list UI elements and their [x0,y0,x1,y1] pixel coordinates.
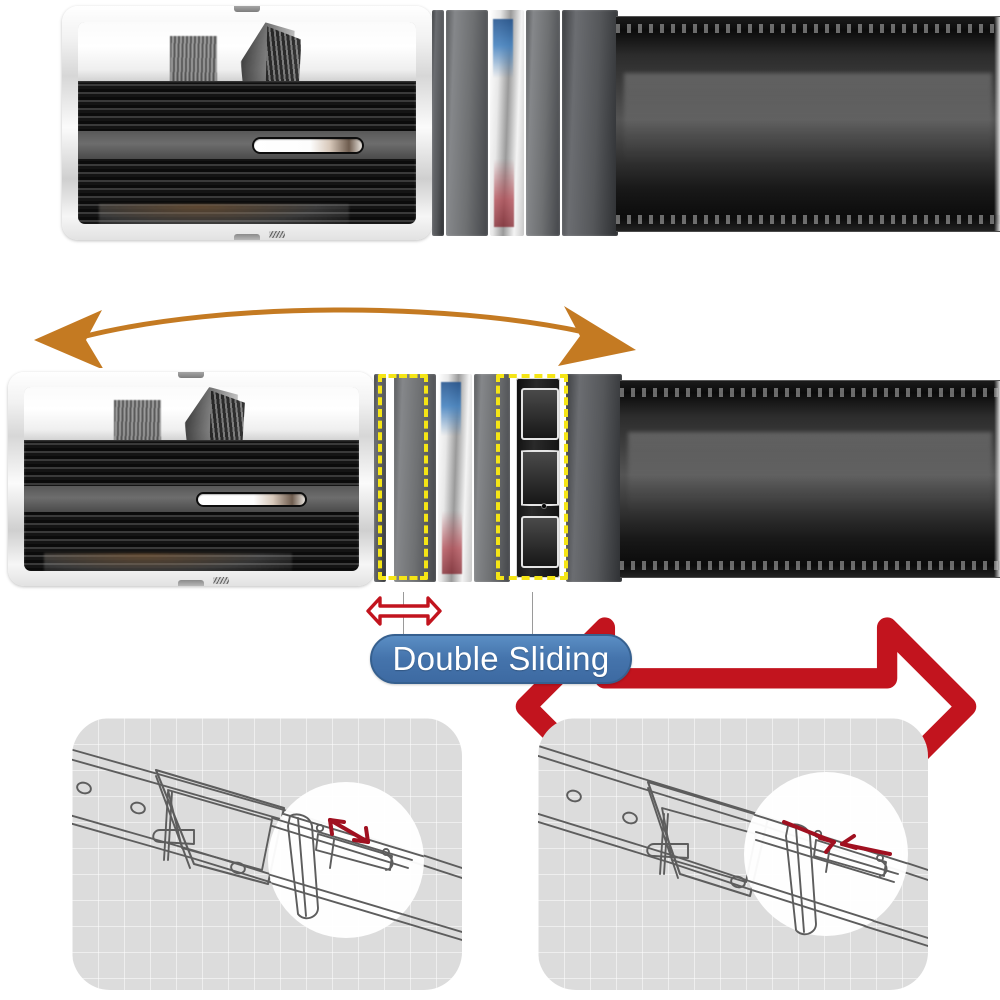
mech-column-2 [394,374,436,582]
buckle-pin-bottom [178,580,204,586]
diagram-panel-slide-in [538,718,928,990]
strap-highlight [627,431,993,519]
buckle-mid-band [24,486,359,513]
ratchet-block [516,378,560,578]
belt-line-art-left [72,748,462,941]
chrome-blue-reflection [440,382,462,437]
chrome-red-reflection [494,159,514,227]
slide-out-arrow [328,818,370,844]
mech-chrome-divider-1 [438,374,472,582]
chrome-red-reflection [442,511,462,574]
mech-column-2 [446,10,488,236]
double-sliding-badge: Double Sliding [370,634,632,684]
sliding-range-arrow [34,306,636,368]
mech-column-4 [562,10,618,236]
belt-strap-middle [620,380,1000,578]
buckle-pin-bottom [234,234,260,240]
leader-line-2 [532,592,533,642]
belt-closed-view [0,2,1000,250]
buckle-face-top [78,22,417,224]
buckle-middle [8,372,374,586]
mech-column-3 [526,10,560,236]
buckle-mid-band [78,131,417,160]
ratchet-chamber-2 [521,450,559,506]
mech-column-5 [566,374,622,582]
buckle-screw [269,231,286,238]
buckle-slot [254,139,363,152]
buckle-pin-top [178,372,204,378]
belt-sliding-view [0,368,1000,590]
mech-column-1 [432,10,444,236]
ratchet-chamber-1 [521,388,559,441]
buckle-pin-top [234,6,260,12]
strap-edge [994,17,1000,231]
strap-edge [994,381,1000,577]
buckle-bottom-gloss [98,203,349,224]
ratchet-chamber-3 [521,515,559,568]
buckle-face-middle [24,386,359,572]
buckle-top [62,6,432,240]
highlight-box-section-1 [378,374,428,580]
buckle-bottom-gloss [44,552,292,572]
mech-column-3 [474,374,510,582]
mech-chrome-divider-1 [490,10,524,236]
double-sliding-label: Double Sliding [392,640,610,677]
chrome-blue-reflection [492,19,514,78]
buckle-slot [198,493,306,506]
highlight-box-section-2 [496,374,568,580]
slide-in-arrows [782,820,892,856]
belt-strap-top [616,16,1000,232]
sliding-mechanism-top [432,10,618,236]
belt-line-art-right [538,744,928,947]
slide-arrow-section-1 [366,596,442,626]
diagram-panel-slide-out [72,718,462,990]
buckle-screw [212,577,229,584]
strap-highlight [623,72,993,167]
ratchet-pivot-dot [541,503,546,508]
